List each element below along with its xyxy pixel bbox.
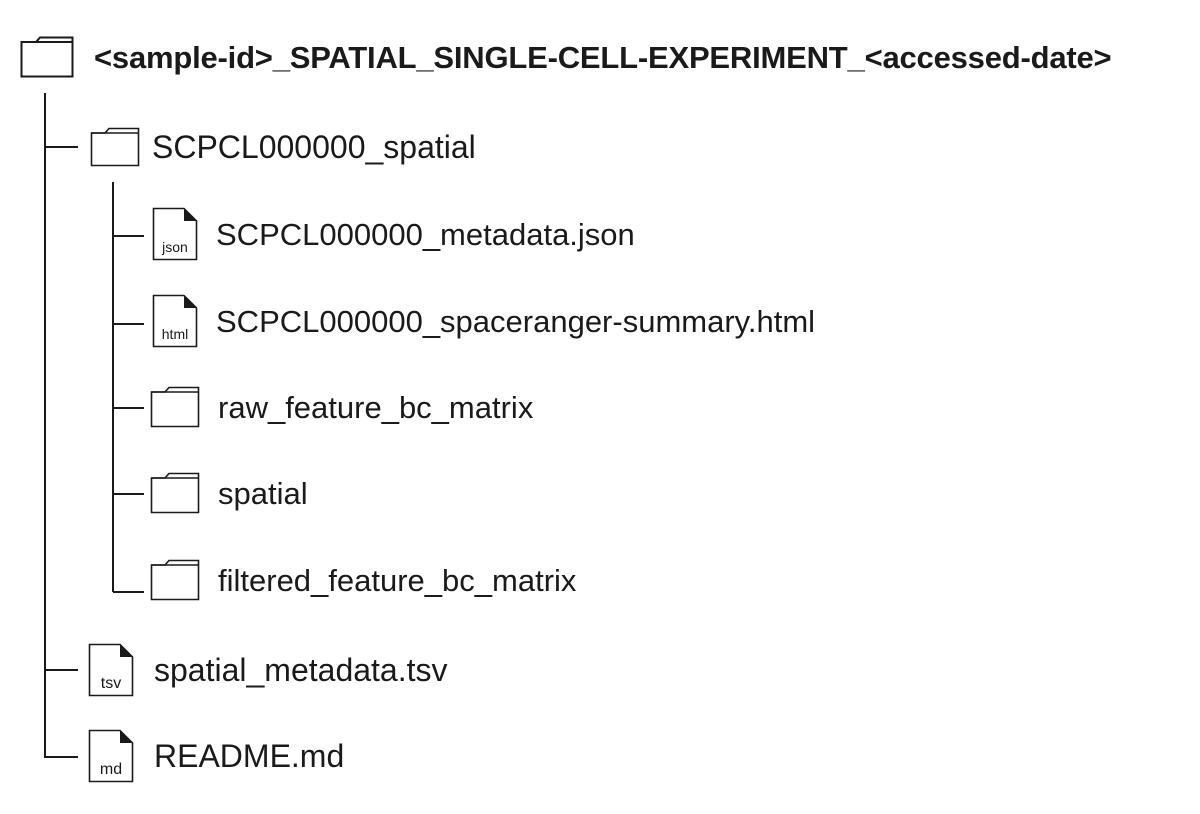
file-icon: md — [88, 729, 134, 783]
root-folder-name: <sample-id>_SPATIAL_SINGLE-CELL-EXPERIME… — [94, 39, 1112, 75]
file-type-tag: json — [161, 239, 188, 255]
folder-name: raw_feature_bc_matrix — [218, 389, 534, 425]
folder-name: filtered_feature_bc_matrix — [218, 562, 577, 598]
file-type-tag: tsv — [101, 675, 121, 692]
file-name: SCPCL000000_spaceranger-summary.html — [216, 303, 816, 339]
folder-filtered-feature-bc-matrix[interactable]: filtered_feature_bc_matrix — [150, 550, 576, 610]
file-metadata-json[interactable]: json SCPCL000000_metadata.json — [152, 204, 635, 264]
folder-spatial[interactable]: spatial — [150, 463, 308, 523]
file-type-tag: md — [100, 761, 122, 778]
folder-icon — [150, 386, 200, 428]
folder-icon — [20, 36, 74, 78]
file-icon: tsv — [88, 643, 134, 697]
file-name: README.md — [154, 738, 345, 774]
file-name: spatial_metadata.tsv — [154, 652, 448, 688]
file-readme-md[interactable]: md README.md — [88, 726, 344, 786]
file-icon: html — [152, 294, 198, 348]
file-spatial-metadata-tsv[interactable]: tsv spatial_metadata.tsv — [88, 640, 448, 700]
folder-icon — [90, 127, 140, 167]
file-icon: json — [152, 207, 198, 261]
folder-raw-feature-bc-matrix[interactable]: raw_feature_bc_matrix — [150, 377, 533, 437]
folder-name: SCPCL000000_spatial — [152, 129, 476, 165]
folder-icon — [150, 559, 200, 601]
folder-spatial-library[interactable]: SCPCL000000_spatial — [90, 117, 476, 177]
file-type-tag: html — [162, 326, 188, 342]
folder-icon — [150, 472, 200, 514]
file-name: SCPCL000000_metadata.json — [216, 216, 635, 252]
root-folder[interactable]: <sample-id>_SPATIAL_SINGLE-CELL-EXPERIME… — [20, 27, 1112, 87]
file-spaceranger-summary[interactable]: html SCPCL000000_spaceranger-summary.htm… — [152, 291, 815, 351]
folder-name: spatial — [218, 475, 308, 511]
